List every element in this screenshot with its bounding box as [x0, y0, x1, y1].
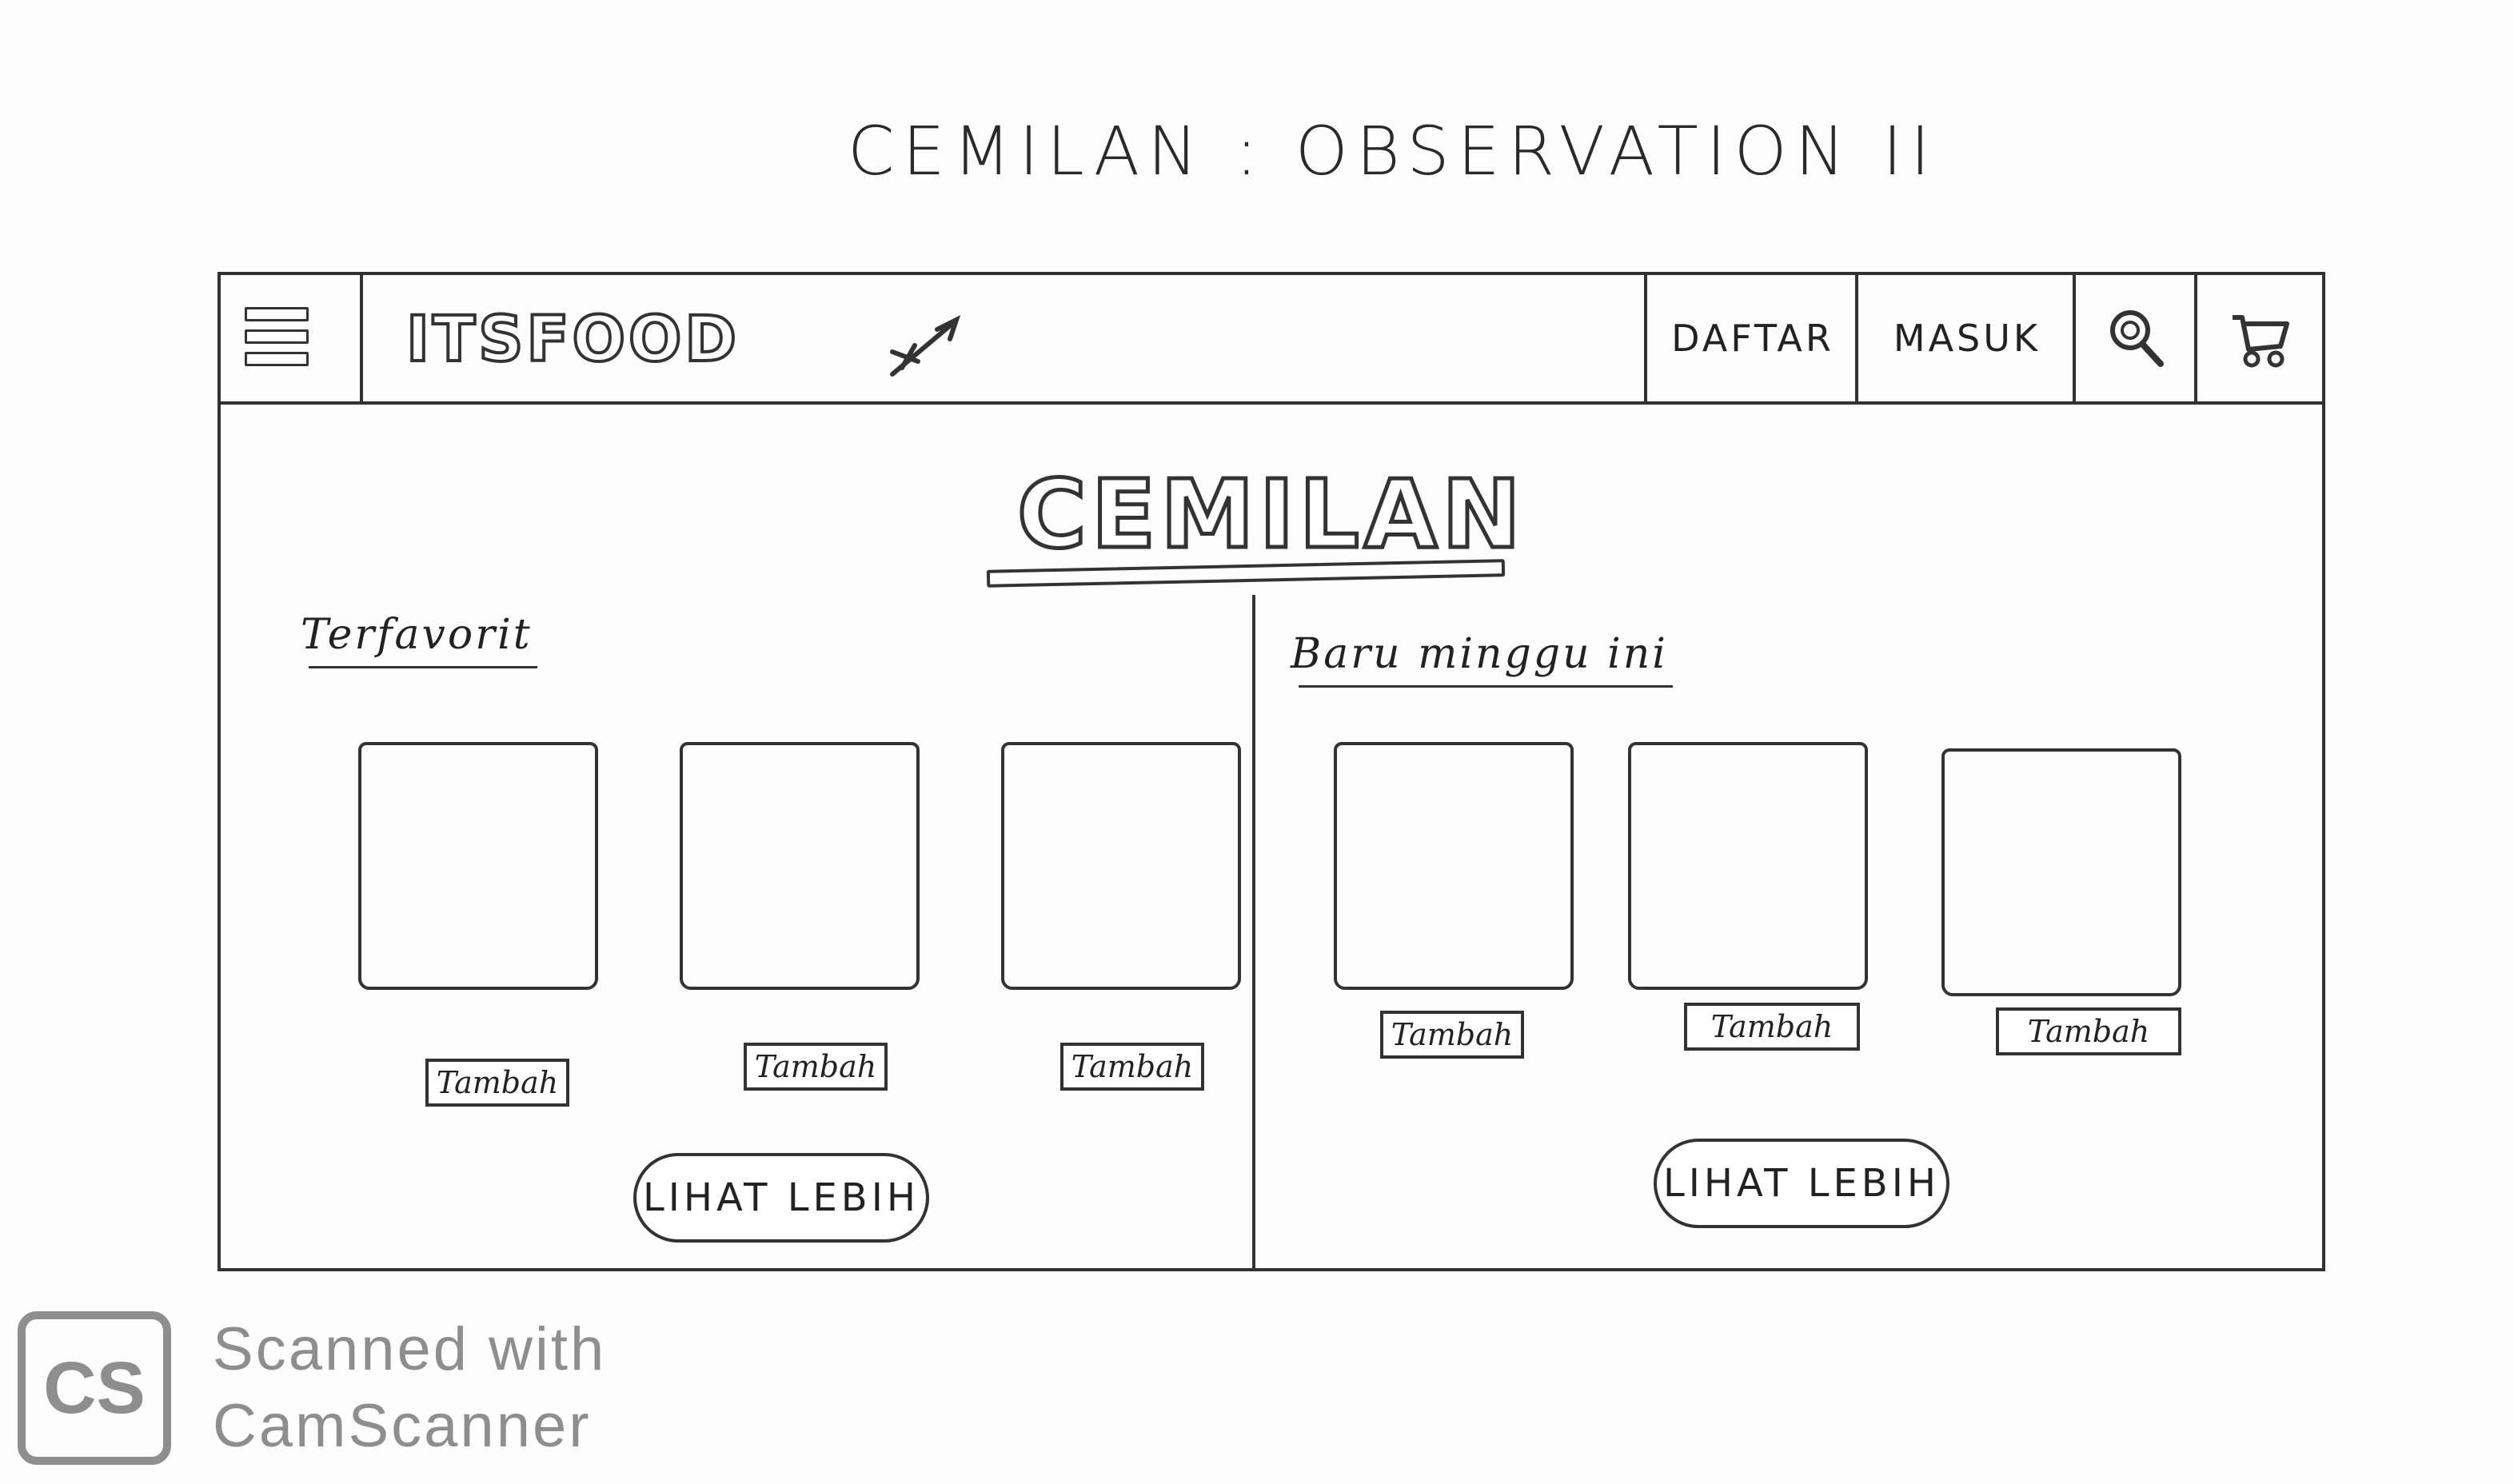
add-to-cart-button[interactable]: Tambah: [1684, 1003, 1860, 1051]
add-to-cart-button[interactable]: Tambah: [1380, 1011, 1524, 1059]
search-icon: [2110, 310, 2164, 367]
top-navbar: ITSFOOD DAFTAR MASUK: [221, 275, 2322, 405]
watermark-line-1: Scanned with: [213, 1315, 607, 1383]
section-divider: [1252, 595, 1255, 1271]
add-to-cart-button[interactable]: Tambah: [425, 1059, 569, 1107]
page-heading: CEMILAN: [1016, 457, 1526, 572]
product-card[interactable]: [1001, 742, 1241, 990]
product-card[interactable]: [1334, 742, 1574, 990]
search-button[interactable]: [2073, 275, 2197, 401]
product-card[interactable]: [680, 742, 920, 990]
watermark-text: Scanned with CamScanner: [213, 1311, 606, 1465]
product-card[interactable]: [358, 742, 598, 990]
product-image-placeholder[interactable]: [1941, 748, 2181, 996]
daftar-button[interactable]: DAFTAR: [1644, 275, 1858, 401]
masuk-button[interactable]: MASUK: [1855, 275, 2076, 401]
logo-arrows-icon: [890, 315, 961, 377]
section-title-baru: Baru minggu ini: [1291, 630, 1673, 688]
menu-button[interactable]: [221, 275, 363, 401]
product-image-placeholder[interactable]: [680, 742, 920, 990]
product-image-placeholder[interactable]: [1334, 742, 1574, 990]
sketch-title: CEMILAN : OBSERVATION II: [848, 112, 1938, 190]
product-image-placeholder[interactable]: [358, 742, 598, 990]
add-to-cart-button[interactable]: Tambah: [1060, 1043, 1204, 1091]
see-more-terfavorit-button[interactable]: LIHAT LEBIH: [633, 1153, 929, 1243]
product-image-placeholder[interactable]: [1628, 742, 1868, 990]
brand-logo-text: ITSFOOD: [405, 302, 740, 377]
product-image-placeholder[interactable]: [1001, 742, 1241, 990]
add-to-cart-button[interactable]: Tambah: [1996, 1007, 2181, 1055]
watermark-line-2: CamScanner: [213, 1392, 592, 1460]
camscanner-logo: CS: [18, 1311, 171, 1465]
cart-button[interactable]: [2194, 275, 2322, 401]
product-card[interactable]: [1941, 748, 2181, 996]
add-to-cart-button[interactable]: Tambah: [744, 1043, 888, 1091]
section-title-terfavorit: Terfavorit: [301, 611, 537, 668]
page-wireframe: ITSFOOD DAFTAR MASUK CEMILAN Terfavorit …: [217, 272, 2325, 1271]
scanner-watermark: CS Scanned with CamScanner: [18, 1311, 673, 1471]
brand-logo[interactable]: ITSFOOD: [366, 275, 1862, 401]
product-card[interactable]: [1628, 742, 1868, 990]
cart-icon: [2233, 315, 2289, 368]
hamburger-icon: [245, 307, 309, 374]
see-more-baru-button[interactable]: LIHAT LEBIH: [1654, 1139, 1949, 1228]
